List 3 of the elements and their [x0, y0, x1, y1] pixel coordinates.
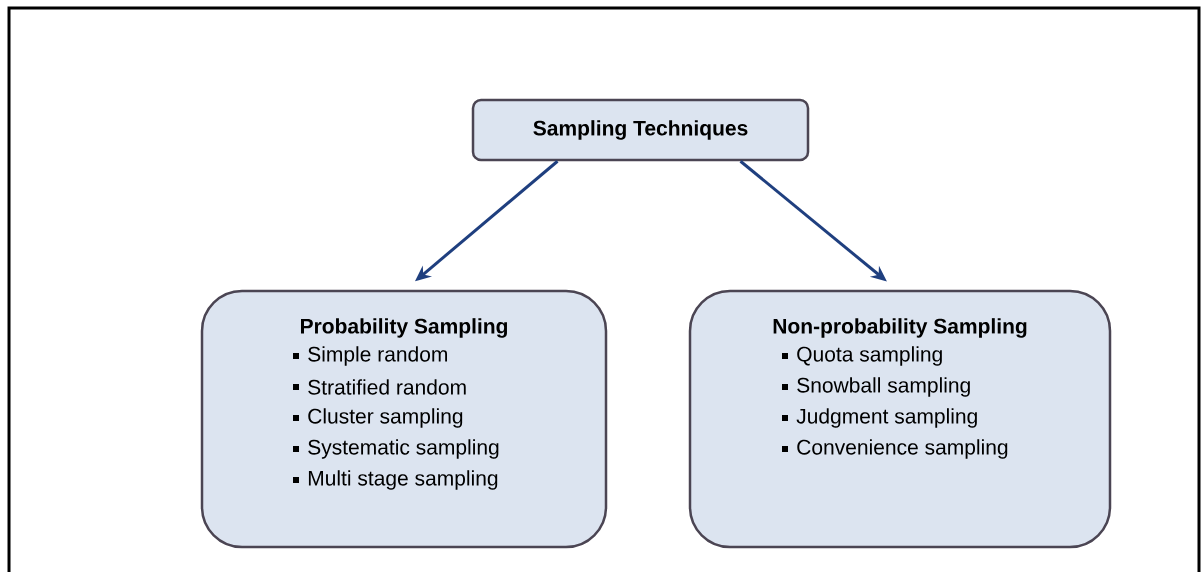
category-box: Probability Sampling Simple random Stratified random Cluster sampling Systematic sampling Multi stage sampling: [200, 289, 608, 549]
category-box: Sampling Techniques: [471, 98, 810, 162]
category-box: Non-probability Sampling Quota sampling Snowball sampling Judgment sampling Convenience sampling: [688, 289, 1112, 549]
